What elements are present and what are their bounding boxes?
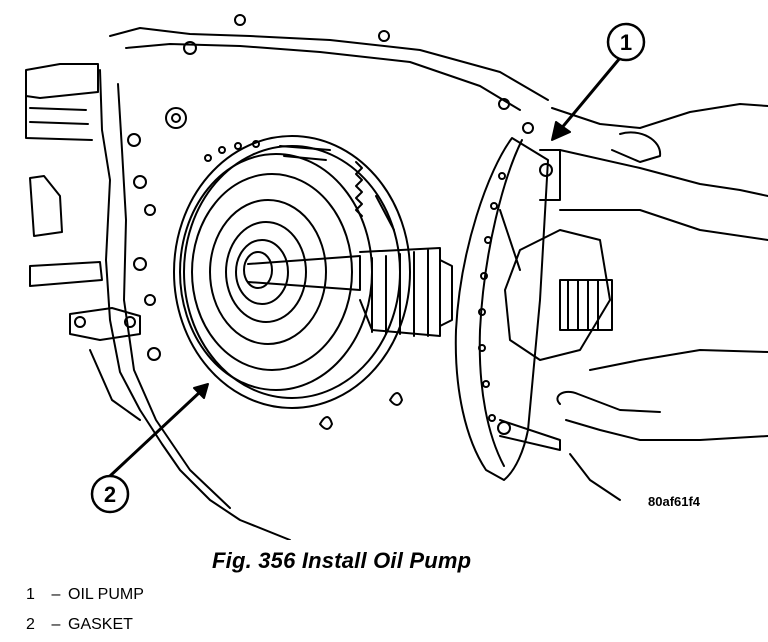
figure-code: 80af61f4: [648, 494, 701, 509]
hands: [551, 103, 768, 501]
case-flange: [99, 14, 549, 540]
transmission-housing-left: [25, 63, 141, 421]
figure-caption: Fig. 356 Install Oil Pump: [212, 548, 472, 573]
legend-item-gasket: 2–GASKET: [26, 616, 133, 634]
callout-2-number: 2: [104, 482, 116, 507]
callout-1-number: 1: [620, 30, 632, 55]
legend-separator: –: [51, 616, 61, 633]
callout-2: 2: [90, 474, 130, 514]
callout-1-leader: [551, 56, 622, 141]
legend-separator: –: [51, 586, 61, 603]
pump-bore: [179, 140, 395, 391]
legend-number: 1: [26, 586, 35, 603]
legend-label: OIL PUMP: [68, 586, 144, 603]
legend-item-oil-pump: 1–OIL PUMP: [26, 586, 144, 604]
callout-1: 1: [606, 22, 646, 62]
oil-pump-install-illustration: 1 2 80af61f4: [25, 14, 768, 540]
oil-pump: [454, 137, 613, 481]
legend-label: GASKET: [68, 616, 133, 633]
callout-2-leader: [108, 383, 209, 478]
legend-number: 2: [26, 616, 35, 633]
input-shaft: [247, 247, 453, 337]
